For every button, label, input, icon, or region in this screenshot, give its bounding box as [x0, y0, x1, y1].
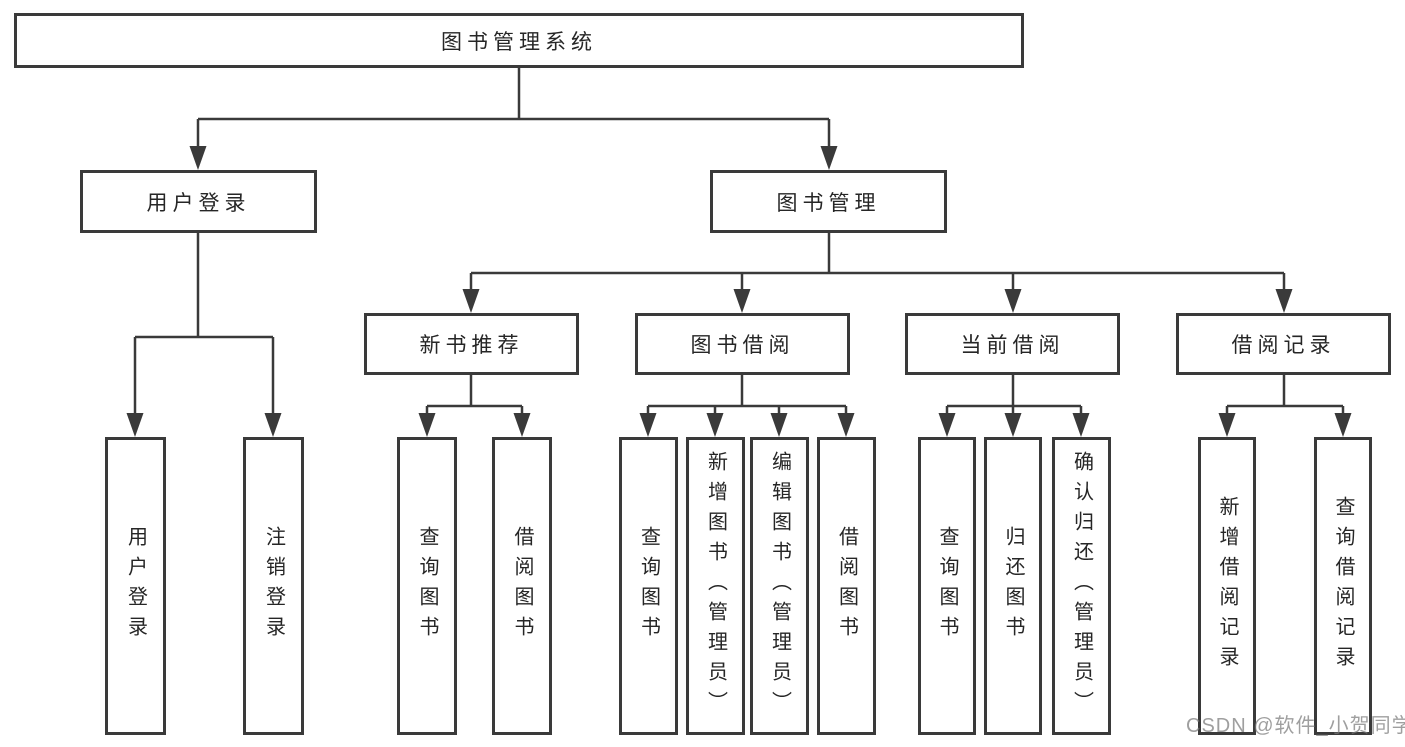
arrowhead-leaf-user-login [126, 413, 144, 437]
node-current-borrowing: 当前借阅 [905, 313, 1120, 375]
leaf-borrow-book-recommend-label: 借阅图书 [511, 526, 533, 646]
arrowhead-user-login [189, 146, 207, 170]
node-root: 图书管理系统 [14, 13, 1024, 68]
node-current-borrowing-label: 当前借阅 [960, 334, 1065, 357]
arrowhead-leaf-confirm-return-admin [1072, 413, 1090, 437]
arrowhead-leaf-borrow-book-recommend [513, 413, 531, 437]
arrowhead-current-borrowing [1004, 289, 1022, 313]
arrowhead-leaf-return-book [1004, 413, 1022, 437]
leaf-add-borrow-record: 新增借阅记录 [1198, 437, 1256, 735]
node-borrowing-records: 借阅记录 [1176, 313, 1391, 375]
watermark: CSDN @软件_小贺同学 [1186, 715, 1405, 737]
arrowhead-leaf-query-book-recommend [418, 413, 436, 437]
node-user-login: 用户登录 [80, 170, 317, 233]
leaf-edit-book-admin: 编辑图书（管理员） [750, 437, 809, 735]
node-new-book-recommend: 新书推荐 [364, 313, 579, 375]
node-book-management-label: 图书管理 [776, 191, 881, 215]
leaf-query-book-recommend: 查询图书 [397, 437, 457, 735]
leaf-borrow-book-borrowing-label: 借阅图书 [835, 526, 858, 646]
leaf-query-borrow-record-label: 查询借阅记录 [1332, 496, 1354, 676]
leaf-borrow-book-borrowing: 借阅图书 [817, 437, 876, 735]
node-book-borrowing: 图书借阅 [635, 313, 850, 375]
leaf-confirm-return-admin: 确认归还（管理员） [1052, 437, 1111, 735]
leaf-borrow-book-recommend: 借阅图书 [492, 437, 552, 735]
leaf-add-book-admin: 新增图书（管理员） [686, 437, 745, 735]
leaf-user-login: 用户登录 [105, 437, 166, 735]
leaf-query-book-recommend-label: 查询图书 [416, 526, 438, 646]
leaf-logout: 注销登录 [243, 437, 304, 735]
connector-current-borrowing-to-leaves [945, 375, 1083, 415]
leaf-query-book-current: 查询图书 [918, 437, 976, 735]
leaf-add-book-admin-label: 新增图书（管理员） [704, 451, 727, 721]
arrowhead-leaf-add-book-admin [706, 413, 724, 437]
arrowhead-book-borrowing [733, 289, 751, 313]
arrowhead-leaf-query-book-borrowing [639, 413, 657, 437]
arrowhead-leaf-query-borrow-record [1334, 413, 1352, 437]
connector-user-login-to-leaves [133, 233, 275, 415]
connector-book-borrowing-to-leaves [646, 375, 848, 415]
connector-root-to-level2 [196, 68, 831, 148]
leaf-user-login-label: 用户登录 [124, 526, 147, 646]
node-new-book-recommend-label: 新书推荐 [419, 334, 524, 357]
leaf-query-book-borrowing-label: 查询图书 [637, 526, 660, 646]
node-book-borrowing-label: 图书借阅 [690, 334, 795, 357]
leaf-return-book: 归还图书 [984, 437, 1042, 735]
arrowhead-new-book-recommend [462, 289, 480, 313]
arrowhead-leaf-logout [264, 413, 282, 437]
node-book-management: 图书管理 [710, 170, 947, 233]
arrowhead-book-management [820, 146, 838, 170]
arrowhead-leaf-query-book-current [938, 413, 956, 437]
connector-new-book-recommend-to-leaves [425, 375, 524, 415]
connector-borrowing-records-to-leaves [1225, 375, 1345, 415]
arrowhead-leaf-borrow-book-borrowing [837, 413, 855, 437]
arrowhead-leaf-add-borrow-record [1218, 413, 1236, 437]
leaf-logout-label: 注销登录 [262, 526, 285, 646]
leaf-confirm-return-admin-label: 确认归还（管理员） [1070, 451, 1093, 721]
leaf-query-book-current-label: 查询图书 [936, 526, 958, 646]
node-borrowing-records-label: 借阅记录 [1231, 334, 1336, 357]
node-user-login-label: 用户登录 [146, 191, 251, 215]
arrowhead-borrowing-records [1275, 289, 1293, 313]
leaf-edit-book-admin-label: 编辑图书（管理员） [768, 451, 791, 721]
arrowhead-leaf-edit-book-admin [770, 413, 788, 437]
leaf-query-book-borrowing: 查询图书 [619, 437, 678, 735]
connector-book-management-to-level3 [469, 233, 1286, 291]
leaf-query-borrow-record: 查询借阅记录 [1314, 437, 1372, 735]
leaf-add-borrow-record-label: 新增借阅记录 [1216, 496, 1238, 676]
leaf-return-book-label: 归还图书 [1002, 526, 1024, 646]
node-root-label: 图书管理系统 [441, 30, 597, 54]
